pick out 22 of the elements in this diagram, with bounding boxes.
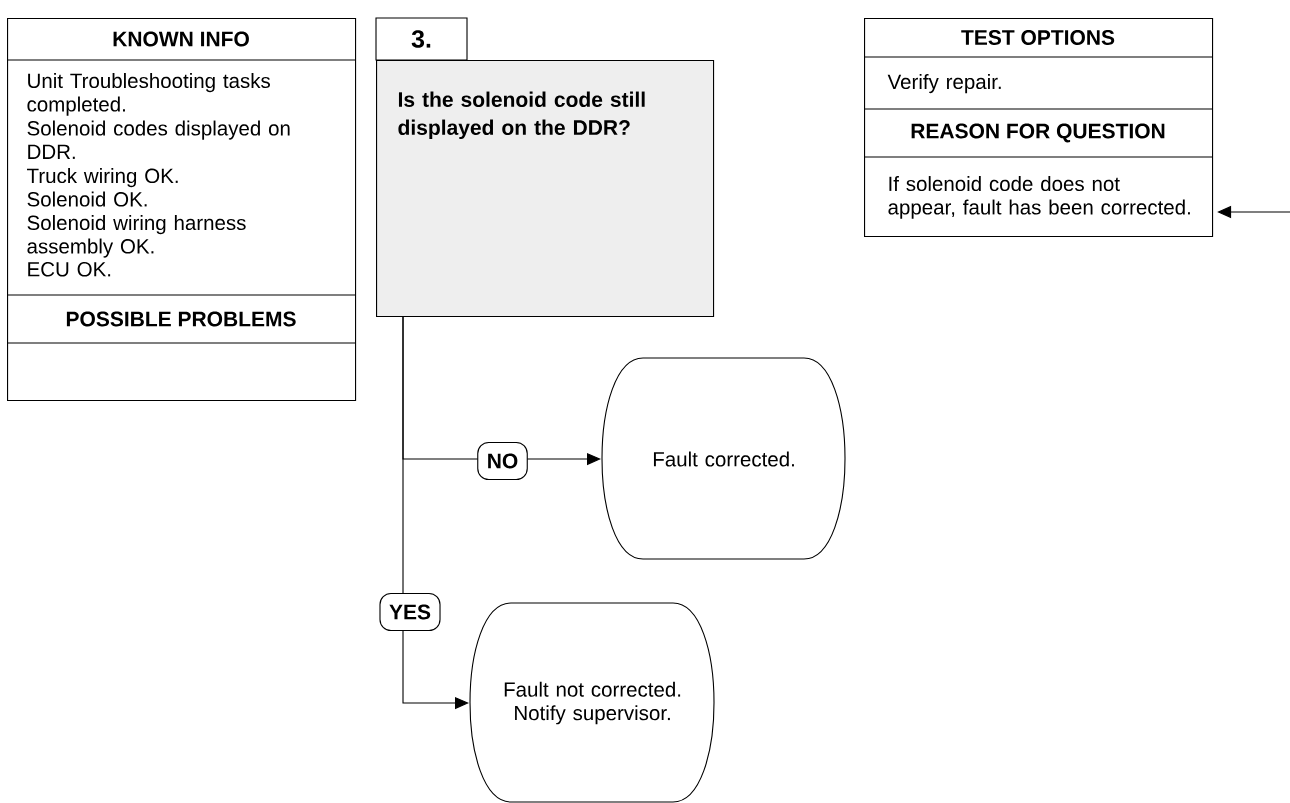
question-text: Is the solenoid code still displayed on the DDR? — [398, 91, 645, 140]
terminal-shape — [469, 602, 715, 803]
step-number-tab: 3. — [375, 17, 468, 61]
list-item: Truck wiring OK. — [27, 168, 178, 188]
list-item: Verify repair. — [887, 74, 1001, 94]
list-item: ECU OK. — [28, 262, 111, 277]
panel-heading: REASON FOR QUESTION — [911, 123, 1165, 143]
panel-heading: TEST OPTIONS — [961, 30, 1115, 45]
terminal-text: Fault corrected. — [653, 451, 794, 467]
edge-label: NO — [477, 441, 528, 481]
list-item: Solenoid codes displayed on DDR. — [27, 120, 290, 159]
terminal-shape — [601, 357, 846, 560]
info-panel — [863, 18, 1214, 238]
panel-heading: POSSIBLE PROBLEMS — [66, 311, 296, 327]
terminal-text: Fault not corrected. Notify supervisor. — [504, 681, 681, 725]
info-panel — [6, 18, 357, 402]
edge-label: YES — [379, 592, 441, 632]
list-item: Solenoid wiring harness assembly OK. — [27, 215, 246, 258]
list-item: Solenoid OK. — [27, 191, 147, 207]
list-item: If solenoid code does not appear, fault has been corrected. — [888, 176, 1190, 219]
list-item: Unit Troubleshooting tasks completed. — [27, 73, 270, 116]
panel-heading: KNOWN INFO — [113, 31, 249, 47]
